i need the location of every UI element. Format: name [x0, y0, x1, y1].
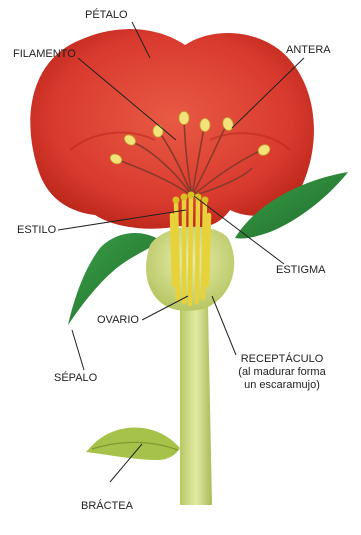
label-receptaculo-note-1: (al madurar forma [226, 366, 338, 379]
label-sepalo: SÉPALO [54, 372, 97, 385]
label-receptaculo-note-2: un escaramujo) [226, 379, 338, 392]
label-receptaculo: RECEPTÁCULO (al madurar forma un escaram… [226, 353, 338, 392]
label-filamento: FILAMENTO [13, 48, 76, 61]
label-estigma: ESTIGMA [276, 264, 326, 277]
label-petalo: PÉTALO [85, 9, 128, 22]
label-antera: ANTERA [286, 44, 331, 57]
label-bractea: BRÁCTEA [81, 500, 133, 513]
stem [180, 305, 212, 505]
label-ovario: OVARIO [97, 314, 139, 327]
sepal-left [68, 233, 160, 325]
label-estilo: ESTILO [17, 224, 56, 237]
label-receptaculo-title: RECEPTÁCULO [226, 353, 338, 366]
styles [172, 196, 209, 304]
